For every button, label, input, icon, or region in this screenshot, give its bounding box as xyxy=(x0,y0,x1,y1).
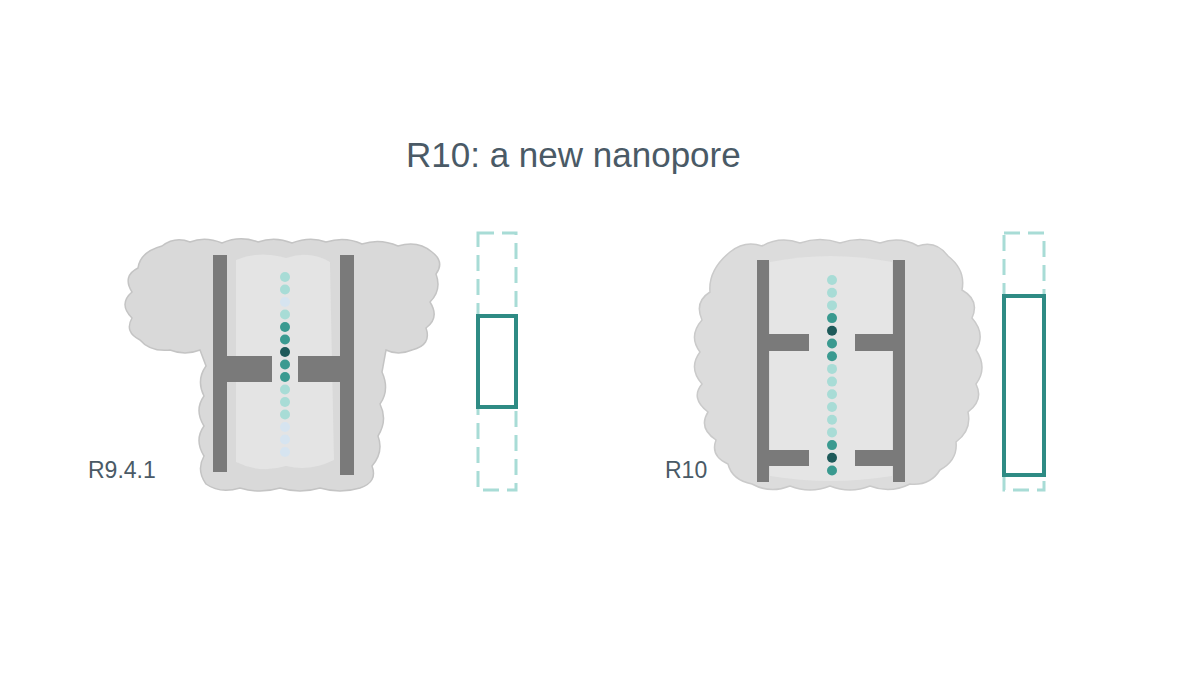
nucleotide-dot xyxy=(827,339,837,349)
nucleotide-dot xyxy=(280,360,290,370)
nucleotide-dot xyxy=(280,447,290,457)
nucleotide-dot xyxy=(827,453,837,463)
nucleotide-dot xyxy=(827,402,837,412)
nucleotide-dot xyxy=(280,347,290,357)
nucleotide-dot xyxy=(280,397,290,407)
nucleotide-dot xyxy=(280,322,290,332)
pore-label: R10 xyxy=(665,457,707,484)
nucleotide-dot xyxy=(280,410,290,420)
read-window-outer xyxy=(478,233,516,490)
read-window xyxy=(478,316,516,407)
nucleotide-dot xyxy=(827,440,837,450)
nucleotide-dot xyxy=(827,288,837,298)
nucleotide-dot xyxy=(280,285,290,295)
nucleotide-dot xyxy=(280,272,290,282)
pore-frame xyxy=(757,260,905,482)
nucleotide-dot xyxy=(280,422,290,432)
nucleotide-dot xyxy=(827,389,837,399)
nucleotide-dot xyxy=(827,351,837,361)
pore-silhouette xyxy=(125,239,440,491)
nucleotide-dot xyxy=(827,275,837,285)
nucleotide-dot xyxy=(827,427,837,437)
pore-silhouette xyxy=(694,240,982,491)
read-window-outer xyxy=(1004,233,1044,490)
nucleotide-dot xyxy=(280,385,290,395)
title: R10: a new nanopore xyxy=(406,135,741,175)
nucleotide-dot xyxy=(280,310,290,320)
nucleotide-dot xyxy=(827,300,837,310)
pore-frame xyxy=(213,255,354,475)
dna-dots xyxy=(827,275,837,476)
read-window xyxy=(1004,296,1044,475)
nucleotide-dot xyxy=(827,466,837,476)
nucleotide-dot xyxy=(827,364,837,374)
nucleotide-dot xyxy=(827,377,837,387)
nucleotide-dot xyxy=(827,415,837,425)
nucleotide-dot xyxy=(280,297,290,307)
nucleotide-dot xyxy=(827,313,837,323)
nucleotide-dot xyxy=(280,335,290,345)
nucleotide-dot xyxy=(280,435,290,445)
pore-label: R9.4.1 xyxy=(88,457,156,484)
nucleotide-dot xyxy=(827,326,837,336)
dna-dots xyxy=(280,272,290,457)
nucleotide-dot xyxy=(280,372,290,382)
